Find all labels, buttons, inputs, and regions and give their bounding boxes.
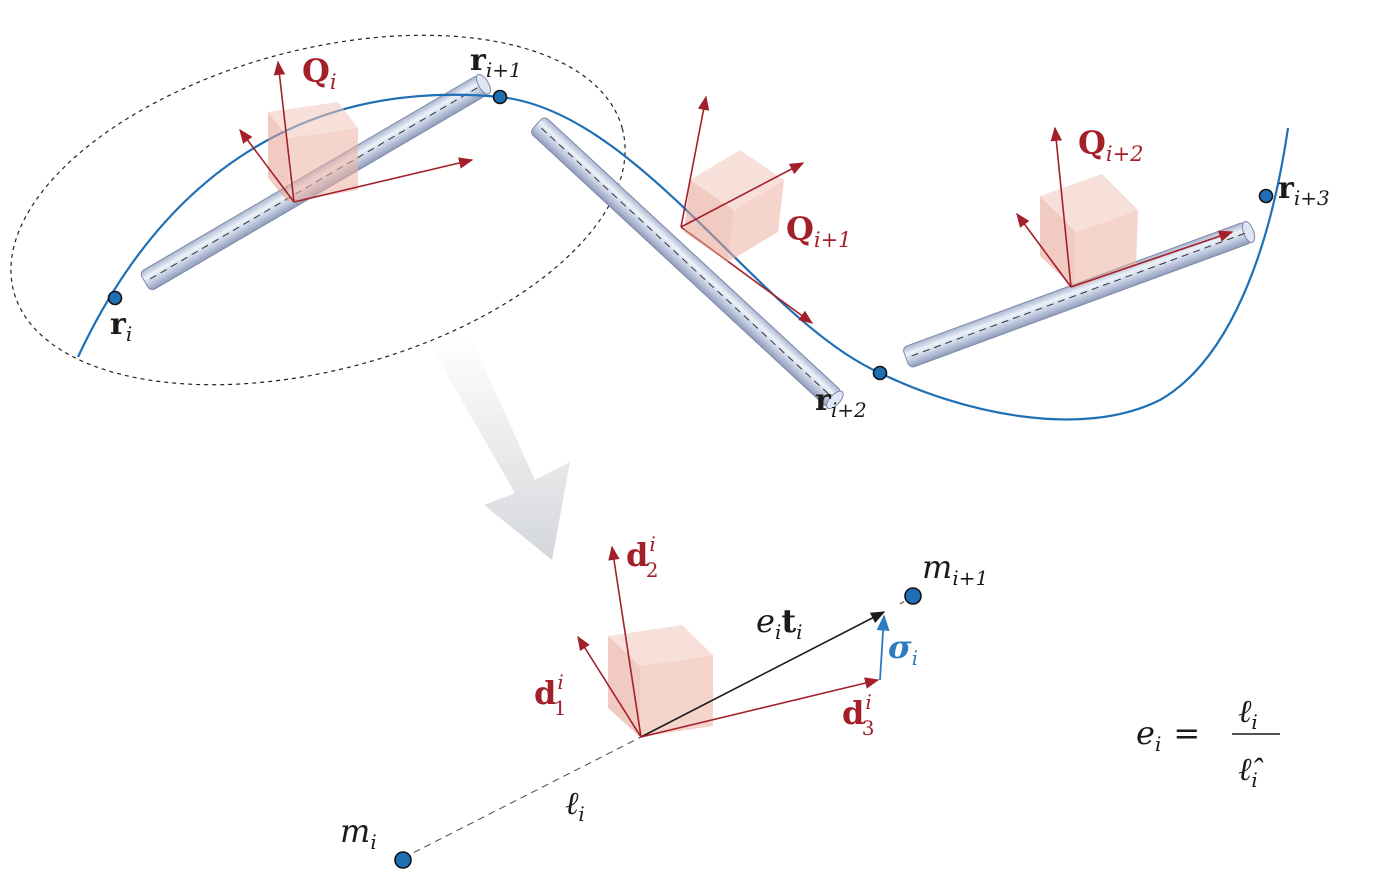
label-ell-i: ℓi [565, 784, 585, 826]
node-r-i1 [492, 89, 508, 105]
label-r-i1: ri+1 [470, 43, 522, 82]
label-q-i1: Qi+1 [786, 210, 852, 252]
zoom-region-ellipse [10, 34, 626, 386]
svg-text:ℓi: ℓi [1238, 692, 1258, 734]
cube-q-i [268, 102, 358, 202]
rod-segment-2 [531, 117, 844, 410]
label-q-i2: Qi+2 [1078, 124, 1144, 166]
label-r-i3: ri+3 [1278, 171, 1330, 210]
label-r-i: ri [110, 307, 132, 346]
label-sigma: σi [888, 628, 918, 670]
svg-text:ei=: ei= [1136, 714, 1200, 756]
node-r-i3 [1258, 188, 1274, 204]
node-r-i2 [872, 365, 888, 381]
d1-arrow [577, 635, 642, 738]
label-m-i: mi [340, 812, 377, 854]
material-frame-d [577, 545, 890, 738]
zoom-arrow [430, 335, 570, 560]
cube-q-i1 [684, 150, 784, 262]
strain-formula: ei= ℓi ℓ̂i [1136, 692, 1280, 792]
material-frame-q-i [239, 60, 474, 203]
d2-arrow [608, 545, 642, 738]
material-frame-q-i1 [680, 95, 814, 324]
node-r-i [107, 290, 123, 306]
material-frame-q-i2 [1016, 126, 1234, 288]
d3-arrow [640, 677, 880, 738]
mass-node-m-i [394, 851, 412, 869]
label-q-i: Qi [302, 52, 337, 94]
label-r-i2: ri+2 [815, 383, 867, 422]
tangent-arrow [640, 611, 886, 738]
mass-node-m-i1 [904, 587, 922, 605]
label-e-t: eiti [756, 602, 803, 644]
sigma-arrow [876, 614, 890, 681]
cube-d [608, 625, 713, 737]
edge-length-dashed [402, 736, 642, 859]
svg-text:ℓ̂i: ℓ̂i [1238, 750, 1263, 792]
label-m-i1: mi+1 [922, 548, 988, 590]
